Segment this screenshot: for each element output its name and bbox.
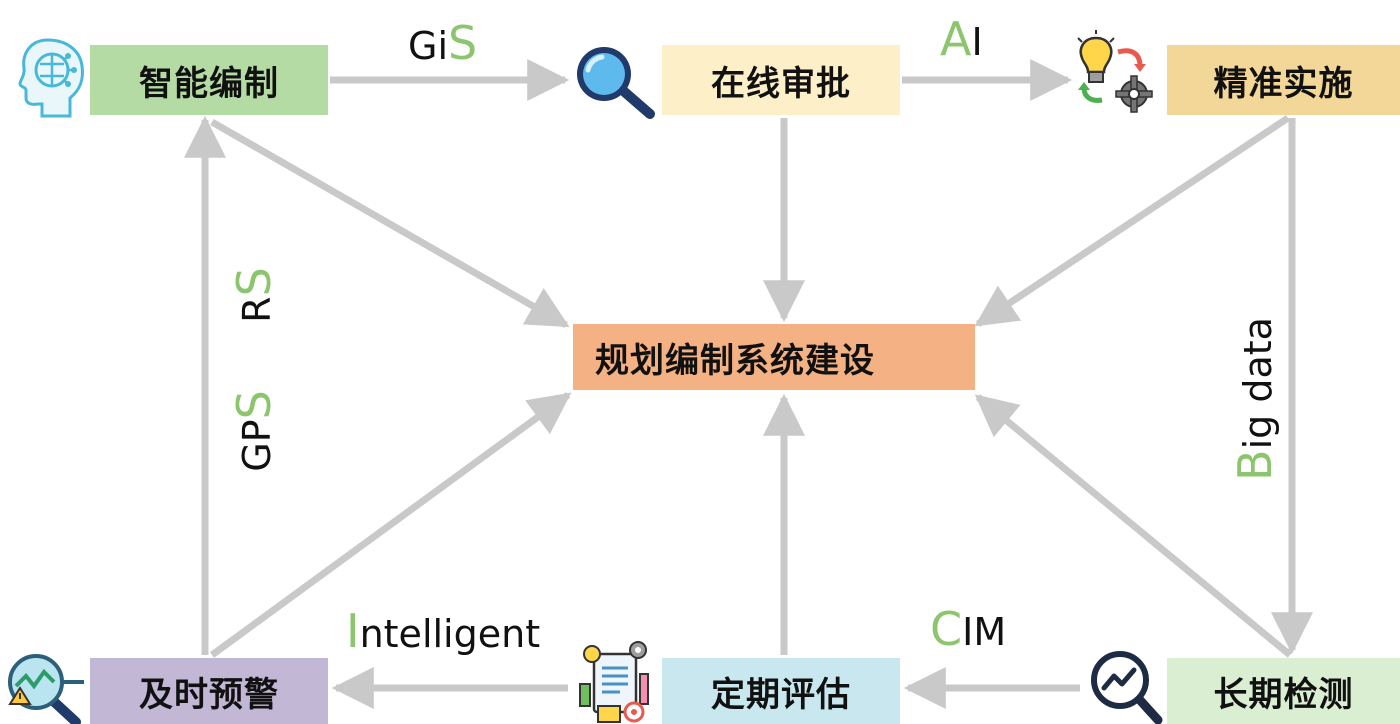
- label-intelligent-rest: ntelligent: [359, 612, 541, 656]
- node-smart-compile-label: 智能编制: [139, 63, 279, 104]
- arrow-compile-to-center: [210, 118, 570, 329]
- label-gps-first: GP: [235, 419, 279, 472]
- node-center-system-label: 规划编制系统建设: [595, 340, 875, 381]
- arrow-warning-to-center: [209, 392, 572, 658]
- node-precise-implement-label: 精准实施: [1213, 63, 1354, 104]
- search-chart-icon: [8, 654, 84, 724]
- node-long-monitor-label: 长期检测: [1213, 674, 1354, 715]
- label-gis: GiS: [408, 20, 477, 66]
- label-big-data-rest: ig data: [1236, 317, 1280, 450]
- ai-head-icon: [18, 38, 84, 118]
- label-big-data: Big data: [1228, 304, 1282, 494]
- label-cim-accent: C: [930, 602, 963, 656]
- label-cim-rest: IM: [962, 610, 1007, 654]
- node-center-system: 规划编制系统建设: [573, 324, 975, 390]
- node-periodic-eval-label: 定期评估: [711, 674, 851, 715]
- label-ai-rest: I: [971, 20, 983, 64]
- label-intelligent: Intelligent: [346, 608, 540, 654]
- node-smart-compile: 智能编制: [90, 45, 328, 115]
- node-periodic-eval: 定期评估: [662, 658, 900, 724]
- label-ai-accent: A: [940, 12, 972, 66]
- node-long-monitor: 长期检测: [1167, 658, 1400, 724]
- trend-search-icon: [1091, 651, 1163, 724]
- label-rs-first: R: [235, 296, 279, 323]
- document-report-icon: [579, 641, 649, 723]
- node-online-approval: 在线审批: [662, 45, 900, 115]
- label-gis-first: Gi: [408, 24, 449, 68]
- label-gis-accent: S: [448, 16, 478, 70]
- node-precise-implement: 精准实施: [1167, 45, 1400, 115]
- label-gps: GPS: [227, 377, 281, 485]
- node-online-approval-label: 在线审批: [711, 63, 851, 104]
- label-big-data-accent: B: [1228, 449, 1282, 481]
- magnifier-icon: [577, 47, 655, 119]
- label-ai: AI: [940, 16, 983, 62]
- label-gps-accent: S: [227, 390, 281, 420]
- idea-gear-icon: [1077, 30, 1153, 113]
- label-rs-accent: S: [227, 267, 281, 297]
- arrow-implement-to-center: [974, 115, 1290, 327]
- node-early-warning-label: 及时预警: [139, 674, 279, 715]
- arrow-monitor-to-center: [974, 394, 1293, 658]
- label-intelligent-accent: I: [346, 604, 360, 658]
- node-early-warning: 及时预警: [90, 658, 328, 724]
- label-rs: RS: [227, 263, 281, 327]
- label-cim: CIM: [930, 606, 1006, 652]
